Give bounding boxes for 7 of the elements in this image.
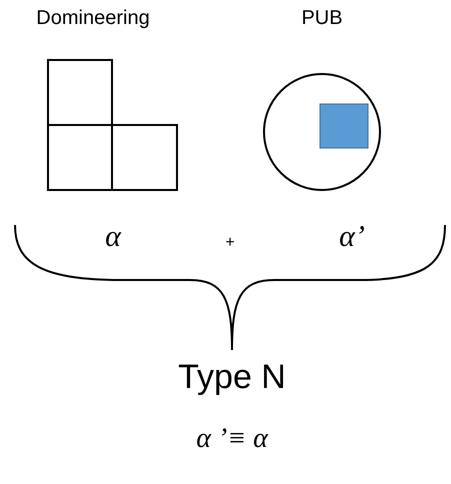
game-title: Domineering xyxy=(36,8,150,28)
game-title: PUB xyxy=(301,8,343,28)
game-symbol: α xyxy=(105,222,121,252)
outcome-type-label: Type N xyxy=(178,360,286,394)
game-symbol: α’ xyxy=(339,222,365,252)
equivalence-formula: α ’≡ α xyxy=(196,425,268,453)
plus-sign: + xyxy=(225,235,235,251)
